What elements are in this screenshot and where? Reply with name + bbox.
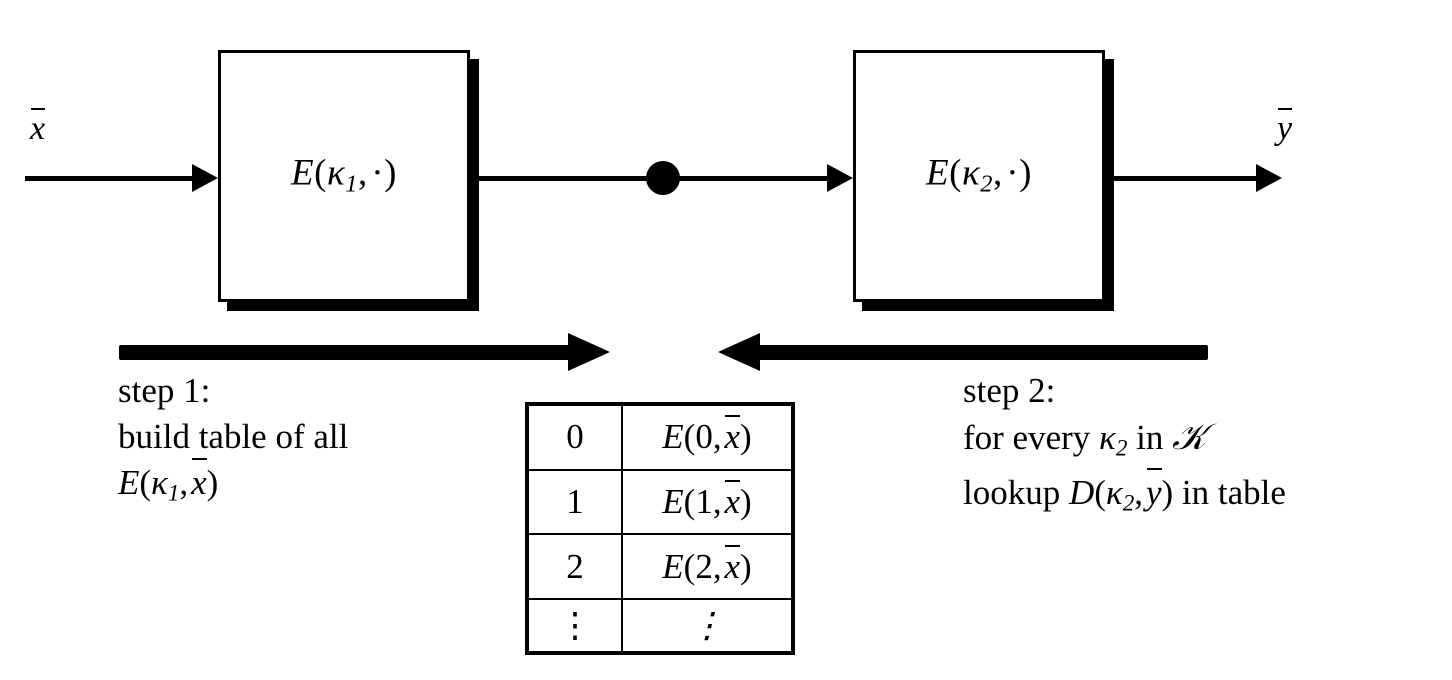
table-cell-key: 2 [529, 533, 623, 601]
table-row[interactable]: 2 E(2, x) [529, 533, 791, 601]
table-cell-key: 0 [529, 406, 623, 471]
cipher-block-enc1[interactable]: E(κ1, ·) [218, 50, 470, 302]
input-wire [25, 176, 195, 181]
step1-heading: step 1: [118, 371, 211, 410]
table-row[interactable]: 0 E(0, x) [529, 406, 791, 471]
step2-line3-formula: lookup D(κ2, y) in table [963, 468, 1286, 525]
table-cell-value-ellipsis: ⋮ [621, 598, 791, 651]
step1-arrow-shaft [119, 345, 571, 360]
input-arrowhead-icon [192, 164, 218, 192]
step2-heading: step 2: [963, 371, 1056, 410]
table-cell-value: E(2, x) [621, 533, 791, 601]
middle-wire-left [470, 176, 666, 181]
table-cell-key: 1 [529, 468, 623, 536]
step1-line2: build table of all [118, 417, 349, 456]
step2-caption: step 2: for every κ2 in 𝒦 lookup D(κ2, y… [963, 368, 1286, 526]
table-row[interactable]: 1 E(1, x) [529, 468, 791, 536]
step1-arrowhead-icon [568, 333, 610, 371]
precomputed-table[interactable]: 0 E(0, x) 1 E(1, x) 2 E(2, x) ⋮ ⋮ [525, 402, 795, 655]
step2-line2-formula: for every κ2 in 𝒦 [963, 417, 1206, 461]
middle-arrowhead-icon [827, 164, 853, 192]
step1-caption: step 1: build table of all E(κ1, x) [118, 368, 348, 515]
table-row[interactable]: ⋮ ⋮ [529, 598, 791, 651]
input-label-xbar: x [30, 107, 46, 147]
table-cell-key-ellipsis: ⋮ [529, 598, 623, 651]
output-arrowhead-icon [1256, 164, 1282, 192]
output-label-ybar: y [1277, 107, 1293, 147]
step2-arrow-shaft [758, 345, 1208, 360]
middle-wire-right [660, 176, 832, 181]
cipher-block-enc2[interactable]: E(κ2, ·) [853, 50, 1105, 302]
step2-arrowhead-icon [718, 333, 760, 371]
cipher-block-enc1-label: E(κ1, ·) [291, 152, 397, 198]
table-cell-value: E(1, x) [621, 468, 791, 536]
step1-line3-formula: E(κ1, x) [118, 457, 348, 515]
output-wire [1105, 176, 1260, 181]
cipher-block-enc2-label: E(κ2, ·) [926, 152, 1032, 198]
table-cell-value: E(0, x) [621, 406, 791, 471]
